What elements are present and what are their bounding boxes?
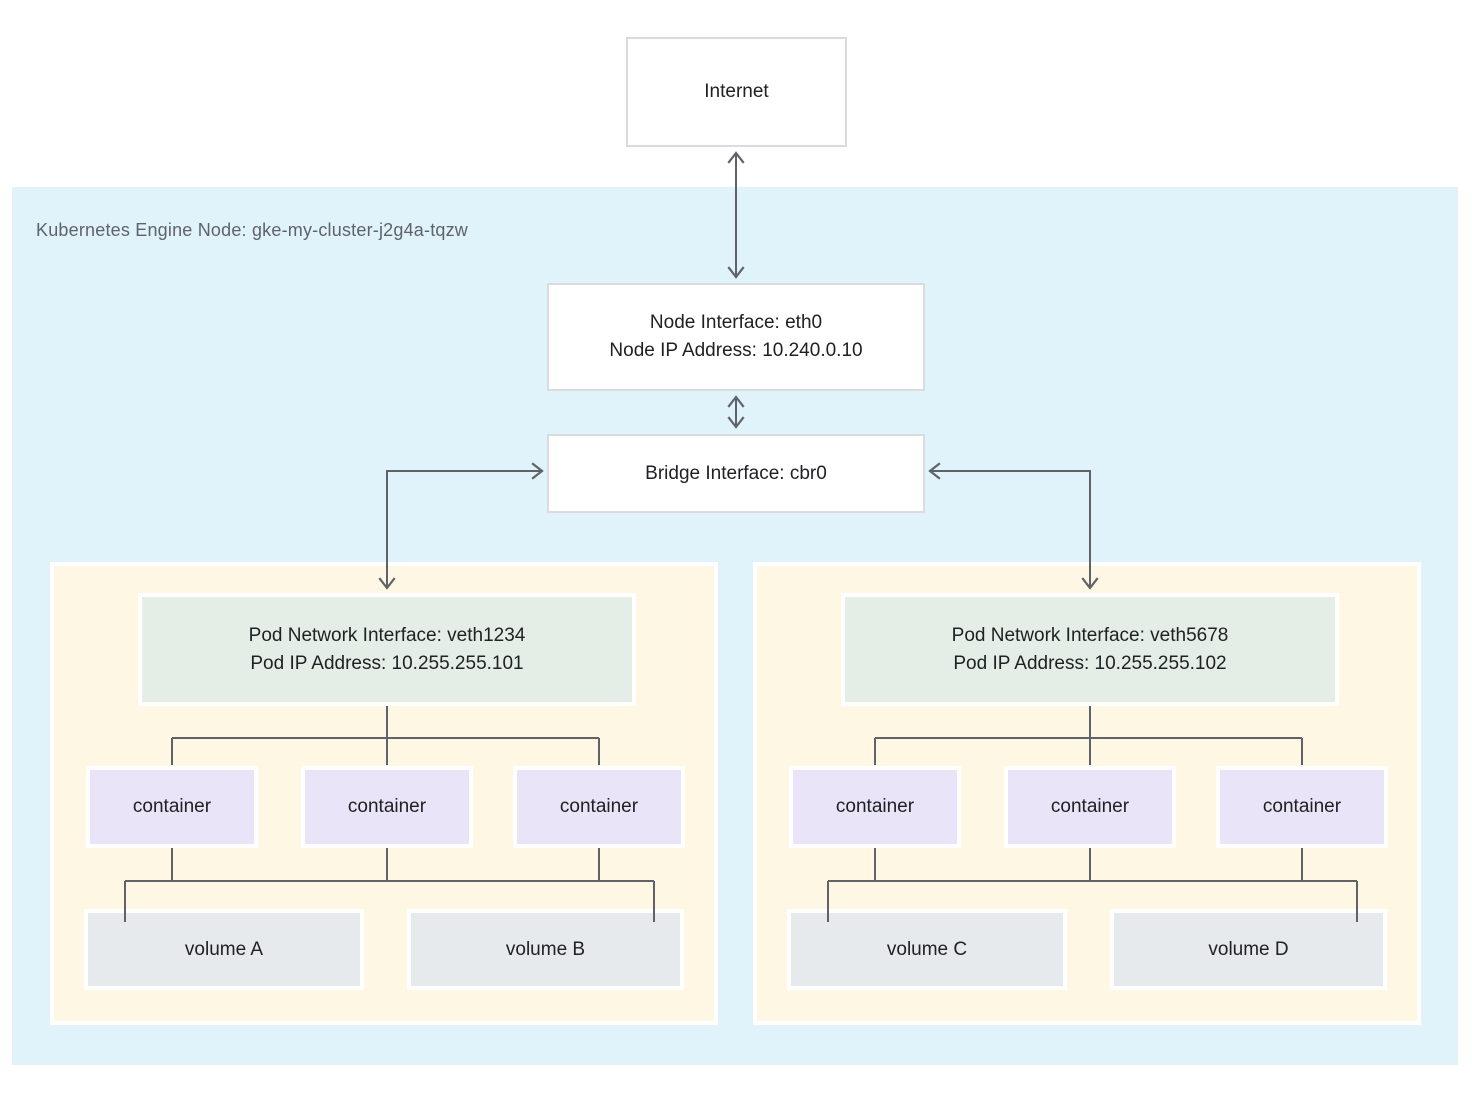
container-label: container [347,796,427,817]
pod-right-interface-line2: Pod IP Address: 10.255.255.102 [953,652,1227,674]
container-label: container [835,796,915,817]
pod-left-network-interface: Pod Network Interface: veth1234 Pod IP A… [138,593,636,706]
pod-right-container-3: container [1216,766,1388,848]
container-label: container [1050,796,1130,817]
node-interface-line2: Node IP Address: 10.240.0.10 [609,340,863,361]
internet-label: Internet [704,81,769,102]
volume-label: volume B [505,938,586,960]
pod-right: Pod Network Interface: veth5678 Pod IP A… [753,562,1421,1025]
container-label: container [132,796,212,817]
pod-left: Pod Network Interface: veth1234 Pod IP A… [50,562,718,1025]
container-label: container [1262,796,1342,817]
internet-node: Internet [626,37,847,147]
kubernetes-node-region-label: Kubernetes Engine Node: gke-my-cluster-j… [36,220,469,240]
pod-left-volume-b: volume B [407,909,684,990]
pod-right-container-2: container [1004,766,1176,848]
pod-left-volume-a: volume A [84,909,364,990]
bridge-interface-node: Bridge Interface: cbr0 [547,434,925,513]
node-interface-node: Node Interface: eth0 Node IP Address: 10… [547,283,925,391]
pod-right-network-interface: Pod Network Interface: veth5678 Pod IP A… [841,593,1339,706]
volume-label: volume D [1208,938,1289,960]
pod-left-interface-line1: Pod Network Interface: veth1234 [248,624,526,646]
pod-left-container-2: container [301,766,473,848]
pod-left-container-1: container [86,766,258,848]
pod-right-container-1: container [789,766,961,848]
container-label: container [559,796,639,817]
pod-left-interface-line2: Pod IP Address: 10.255.255.101 [250,652,524,674]
pod-right-volume-c: volume C [787,909,1067,990]
pod-right-volume-d: volume D [1110,909,1387,990]
volume-label: volume A [184,938,264,960]
volume-label: volume C [886,938,968,960]
pod-right-interface-line1: Pod Network Interface: veth5678 [951,624,1229,646]
pod-left-container-3: container [513,766,685,848]
bridge-interface-label: Bridge Interface: cbr0 [645,462,827,484]
node-interface-line1: Node Interface: eth0 [649,312,823,333]
